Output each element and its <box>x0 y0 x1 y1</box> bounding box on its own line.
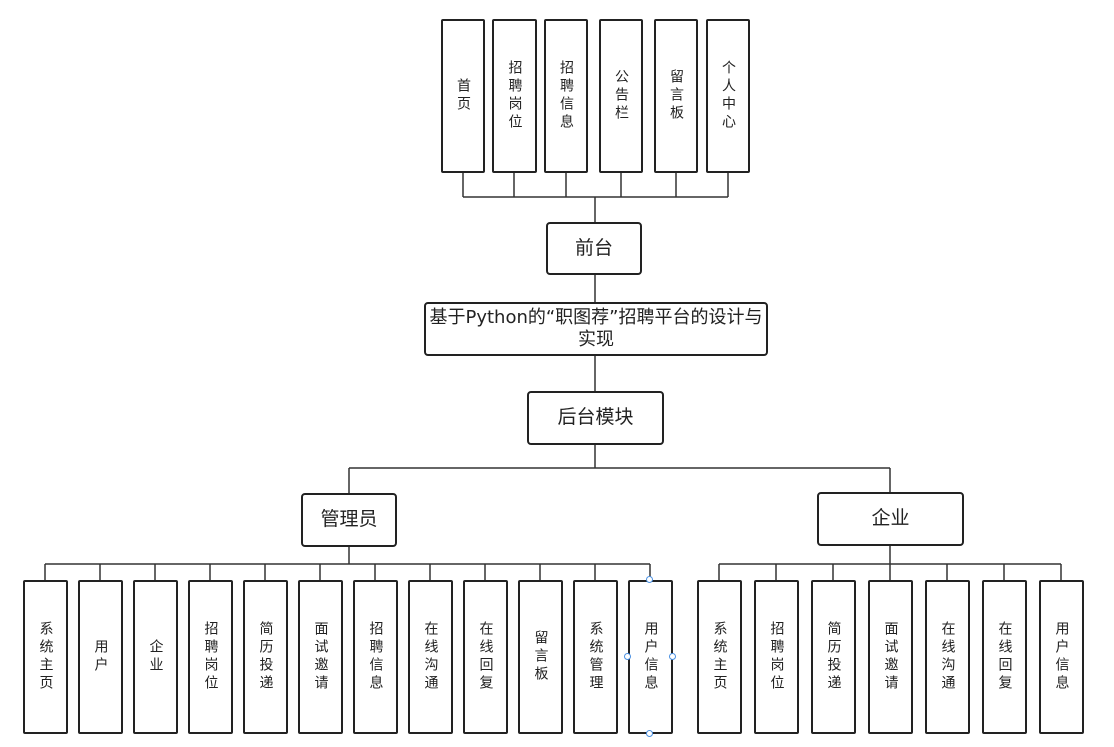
front-node[interactable]: 招聘岗位 <box>492 19 537 173</box>
front-node-label: 首页 <box>455 78 471 114</box>
front-node[interactable]: 个人中心 <box>706 19 750 173</box>
company-child-node[interactable]: 在线沟通 <box>925 580 970 734</box>
front-node-label: 个人中心 <box>720 60 736 132</box>
front-node[interactable]: 留言板 <box>654 19 698 173</box>
admin-child-label: 用户信息 <box>642 621 659 693</box>
front-node-label: 招聘岗位 <box>506 60 523 132</box>
admin-child-node[interactable]: 系统管理 <box>573 580 618 734</box>
front-hub-label: 前台 <box>574 236 613 259</box>
front-node[interactable]: 首页 <box>441 19 485 173</box>
company-child-node[interactable]: 招聘岗位 <box>754 580 799 734</box>
admin-child-label: 招聘岗位 <box>202 621 219 693</box>
admin-child-node[interactable]: 在线沟通 <box>408 580 453 734</box>
front-node-label: 招聘信息 <box>558 60 574 132</box>
front-node-label: 公告栏 <box>613 69 629 123</box>
admin-child-label: 面试邀请 <box>312 621 329 693</box>
admin-child-label: 招聘信息 <box>367 621 384 693</box>
company-label: 企业 <box>871 507 910 530</box>
admin-child-node[interactable]: 招聘信息 <box>353 580 398 734</box>
admin-child-node[interactable]: 企业 <box>133 580 178 734</box>
admin-child-label: 系统主页 <box>37 621 54 693</box>
admin-child-label: 系统管理 <box>587 621 604 693</box>
admin-child-node[interactable]: 留言板 <box>518 580 563 734</box>
company-child-label: 用户信息 <box>1053 621 1070 693</box>
admin-child-node[interactable]: 用户 <box>78 580 123 734</box>
resize-handle-left[interactable] <box>624 653 631 660</box>
admin-child-label: 用户 <box>92 639 109 675</box>
admin-child-label: 在线沟通 <box>422 621 439 693</box>
backend-hub-node[interactable]: 后台模块 <box>527 391 664 445</box>
company-child-label: 在线回复 <box>996 621 1013 693</box>
company-child-node[interactable]: 在线回复 <box>982 580 1027 734</box>
title-node[interactable]: 基于Python的“职图荐”招聘平台的设计与实现 <box>424 302 768 356</box>
front-node-label: 留言板 <box>668 69 684 123</box>
company-child-node[interactable]: 面试邀请 <box>868 580 913 734</box>
title-label: 基于Python的“职图荐”招聘平台的设计与实现 <box>429 306 763 351</box>
admin-label: 管理员 <box>320 508 378 531</box>
resize-handle-right[interactable] <box>669 653 676 660</box>
company-child-label: 面试邀请 <box>882 621 899 693</box>
company-child-label: 简历投递 <box>825 621 842 693</box>
resize-handle-bottom[interactable] <box>646 730 653 737</box>
company-child-label: 招聘岗位 <box>768 621 785 693</box>
admin-node[interactable]: 管理员 <box>301 493 397 547</box>
admin-child-label: 在线回复 <box>477 621 494 693</box>
company-child-label: 在线沟通 <box>939 621 956 693</box>
backend-hub-label: 后台模块 <box>557 406 634 429</box>
front-node[interactable]: 公告栏 <box>599 19 643 173</box>
company-child-node[interactable]: 用户信息 <box>1039 580 1084 734</box>
company-child-label: 系统主页 <box>711 621 728 693</box>
company-child-node[interactable]: 简历投递 <box>811 580 856 734</box>
admin-child-node[interactable]: 系统主页 <box>23 580 68 734</box>
admin-child-label: 简历投递 <box>257 621 274 693</box>
company-node[interactable]: 企业 <box>817 492 964 546</box>
admin-child-label: 企业 <box>147 639 164 675</box>
front-node[interactable]: 招聘信息 <box>544 19 588 173</box>
admin-child-node[interactable]: 面试邀请 <box>298 580 343 734</box>
resize-handle-top[interactable] <box>646 576 653 583</box>
admin-child-node[interactable]: 招聘岗位 <box>188 580 233 734</box>
company-child-node[interactable]: 系统主页 <box>697 580 742 734</box>
front-hub-node[interactable]: 前台 <box>546 222 642 275</box>
admin-child-label: 留言板 <box>532 630 549 684</box>
admin-child-node[interactable]: 在线回复 <box>463 580 508 734</box>
admin-child-node-selected[interactable]: 用户信息 <box>628 580 673 734</box>
admin-child-node[interactable]: 简历投递 <box>243 580 288 734</box>
